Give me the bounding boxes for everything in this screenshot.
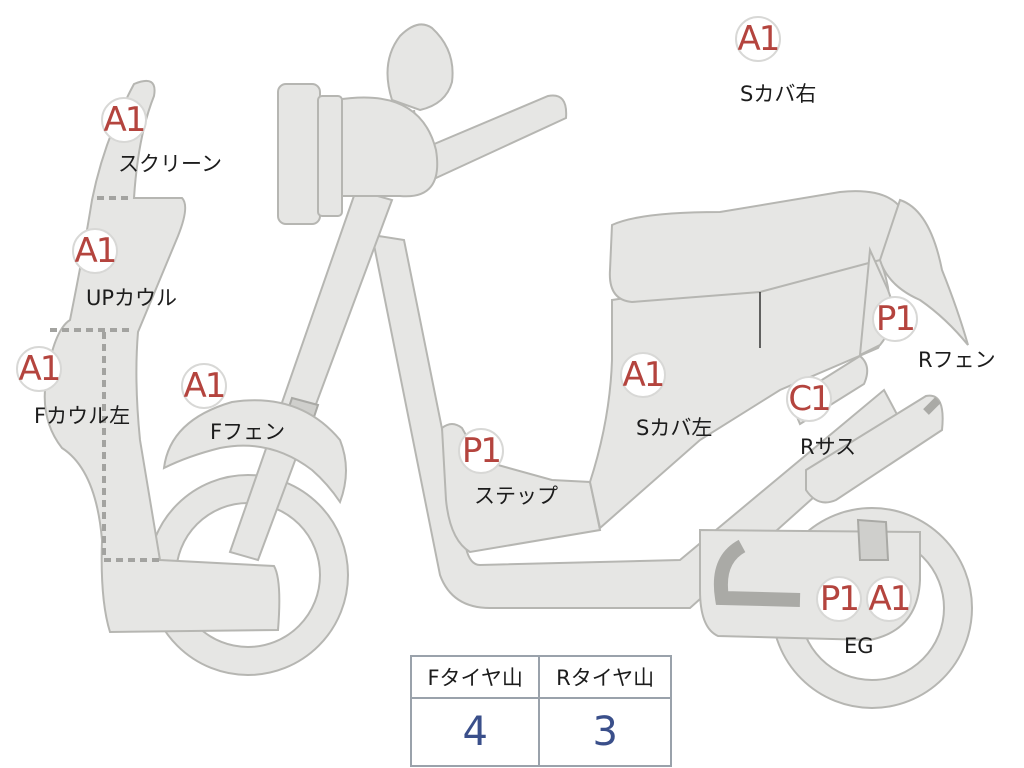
grade-badge-side-cover-left: A1 (620, 352, 666, 398)
tail-cowl (878, 198, 969, 346)
headlight-lens (277, 83, 321, 225)
headlight-bezel (317, 95, 343, 217)
part-label-front-fender: Fフェン (210, 420, 286, 444)
front-tire-tread-value: 4 (409, 697, 541, 767)
mirror (386, 23, 454, 112)
tire-tread-header-row: Fタイヤ山 Rタイヤ山 (409, 655, 672, 699)
handle-cover (335, 96, 439, 198)
cowl-left-seam (102, 332, 160, 562)
grade-badge-front-fender: A1 (181, 363, 227, 409)
grade-badge-rear-suspension: C1 (786, 376, 832, 422)
frame (370, 233, 902, 609)
rear-tire-tread-value: 3 (538, 697, 672, 767)
part-label-side-cover-left: Sカバ左 (636, 416, 713, 440)
grade-badge-side-cover-right: A1 (735, 16, 781, 62)
part-label-step: ステップ (474, 484, 558, 508)
rear-shock-bolt (923, 397, 941, 415)
part-label-rear-fender: Rフェン (918, 348, 996, 372)
part-label-screen: スクリーン (118, 152, 222, 176)
grade-badge-front-cowl-left: A1 (16, 346, 62, 392)
grade-badge-step: P1 (458, 428, 504, 474)
part-label-side-cover-right: Sカバ右 (740, 82, 817, 106)
rear-tire-tread-header: Rタイヤ山 (538, 655, 672, 699)
grade-badge-engine-2: A1 (866, 576, 912, 622)
rear-axle-mount (856, 518, 890, 561)
rear-shock-body (805, 394, 944, 504)
front-fender-shape (162, 399, 347, 505)
part-label-rear-suspension: Rサス (800, 435, 857, 459)
grade-badge-upper-cowl: A1 (72, 228, 118, 274)
front-tire-tread-header: Fタイヤ山 (409, 655, 541, 699)
part-label-front-cowl-left: Fカウル左 (34, 404, 131, 428)
exhaust-pipe (714, 539, 801, 607)
grade-badge-engine-1: P1 (816, 576, 862, 622)
handlebar-grip (418, 94, 568, 180)
grade-badge-rear-fender: P1 (872, 296, 918, 342)
tire-tread-table: Fタイヤ山 Rタイヤ山 4 3 (409, 655, 672, 767)
tire-tread-value-row: 4 3 (409, 697, 672, 767)
grade-badge-screen: A1 (101, 97, 147, 143)
part-label-engine: EG (844, 634, 874, 658)
part-label-upper-cowl: UPカウル (86, 286, 178, 310)
